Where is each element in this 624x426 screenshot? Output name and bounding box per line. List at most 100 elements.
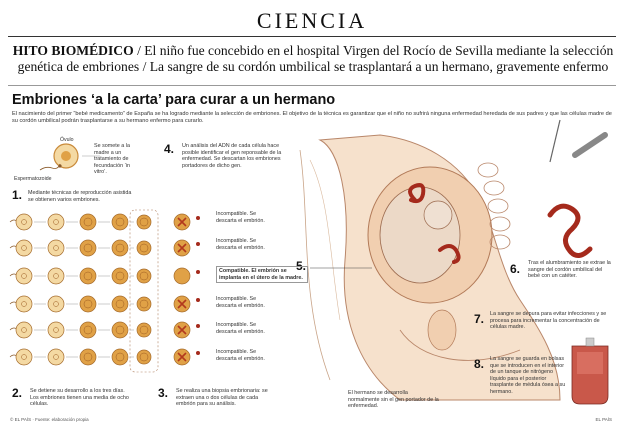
step-1-number: 1. [12,188,23,202]
embryo-cell [79,348,97,366]
biopsy-cell [196,351,200,355]
biopsy-cell [196,298,200,302]
embryo-nucleus [115,271,125,281]
section-title: CIENCIA [256,8,368,33]
embryo-cell [136,322,152,338]
feature-title: Embriones ‘a la carta’ para curar a un h… [12,92,336,108]
step-1-text: Mediante técnicas de reproducción asisti… [28,190,132,203]
embryo-cell [47,239,65,257]
reject-x-icon [177,243,187,253]
embryo-nucleus [21,245,27,251]
embryo-cell [136,349,152,365]
embryo-nucleus [139,271,149,281]
embryo-cell [79,213,97,231]
embryo-grid [9,213,200,366]
step-7-text: La sangre se depura para evitar infeccio… [490,311,607,331]
embryo-cell [79,239,97,257]
embryo-cell [15,348,33,366]
embryo-nucleus [53,273,59,279]
step-6-text: Tras el alumbramiento se extrae la sangr… [528,260,611,280]
embryo-cell [15,321,33,339]
embryo-cell [15,213,33,231]
embryo-nucleus [53,301,59,307]
sperm-label: Espermatozoide [14,176,52,182]
embryo-nucleus [53,219,59,225]
embryo-cell [111,267,129,285]
biopsy-cell [196,242,200,246]
biopsy-column-frame [129,209,159,373]
footer-credit: © EL PAÍS · Fuente: elaboración propia [10,417,89,422]
embryo-nucleus [21,301,27,307]
reject-x-icon [177,217,187,227]
step-8-text: La sangre se guarda en bolsas que se int… [490,356,566,395]
step-6-number: 6. [510,262,521,276]
result-row-6: Incompatible. Se descarta el embrión. [216,349,265,362]
embryo-cell [79,321,97,339]
step-3-number: 3. [158,386,169,400]
result-row-4: Incompatible. Se descarta el embrión. [216,296,265,309]
embryo-nucleus [115,325,125,335]
embryo-nucleus [53,354,59,360]
embryo-nucleus [21,354,27,360]
result-row-5: Incompatible. Se descarta el embrión. [216,322,265,335]
step-7-number: 7. [474,312,485,326]
step-2-number: 2. [12,386,23,400]
embryo-nucleus [115,243,125,253]
embryo-nucleus [53,327,59,333]
result-row-3: Compatible. El embrión se implanta en el… [216,266,308,284]
embryo-nucleus [139,243,149,253]
mid-rule [8,85,616,86]
step-4-text: Un análisis del ADN de cada célula hace … [182,143,282,169]
footer-brand: EL PAÍS [595,417,612,422]
embryo-cell [47,295,65,313]
reject-x-icon [177,325,187,335]
embryo-nucleus [115,299,125,309]
headline-text: / El niño fue concebido en el hospital V… [17,43,614,74]
embryo-nucleus [83,325,93,335]
embryo-cell [47,348,65,366]
embryo-cell [47,267,65,285]
embryo-nucleus [139,352,149,362]
intro-text: El nacimiento del primer “bebé medicamen… [12,111,612,124]
fertilization-note: Se somete a la madre a un tratamiento de… [94,143,130,176]
embryo-cell [79,267,97,285]
embryo-cell [111,239,129,257]
result-row-1: Incompatible. Se descarta el embrión. [216,211,265,224]
embryo-cell [15,239,33,257]
biopsy-cell [196,216,200,220]
embryo-cell [136,214,152,230]
biopsy-cell [196,324,200,328]
result-row-2: Incompatible. Se descarta el embrión. [216,238,265,251]
embryo-cell [136,240,152,256]
embryo-nucleus [21,273,27,279]
embryo-nucleus [115,352,125,362]
embryo-cell [136,296,152,312]
embryo-nucleus [115,217,125,227]
top-rule [8,36,616,37]
biopsy-cell [196,270,200,274]
reject-x-icon [177,299,187,309]
egg-label: Óvulo [60,137,74,143]
embryo-cell [79,295,97,313]
embryo-nucleus [21,327,27,333]
embryo-cell [111,321,129,339]
fetus-note: El hermano se desarrolla normalmente sin… [348,390,439,410]
step-3-text: Se realiza una biopsia embrionaria: se e… [176,388,268,408]
mother-body-illustration [299,134,561,401]
embryo-nucleus [83,271,93,281]
embryo-cell [47,213,65,231]
headline: HITO BIOMÉDICO / El niño fue concebido e… [10,43,616,75]
step-2-text: Se detiene su desarrollo a los tres días… [30,388,129,408]
headline-lead: HITO BIOMÉDICO [12,43,134,58]
embryo-nucleus [83,243,93,253]
embryo-nucleus [83,352,93,362]
embryo-nucleus [83,299,93,309]
embryo-cell [136,268,152,284]
step-8-number: 8. [474,357,485,371]
egg-illustration [39,143,100,171]
compatible-embryo [173,267,191,285]
embryo-cell [111,348,129,366]
reject-x-icon [177,352,187,362]
embryo-nucleus [139,217,149,227]
